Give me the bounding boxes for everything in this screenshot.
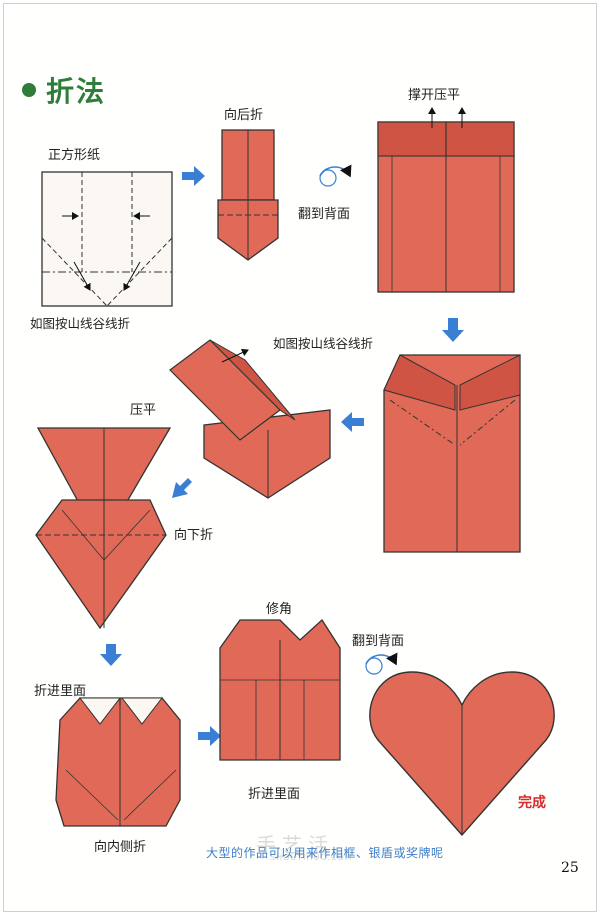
step-7-fold-inside bbox=[55, 697, 181, 827]
label-trim-corners: 修角 bbox=[266, 602, 293, 617]
step-arrow-4 bbox=[172, 478, 192, 498]
step-arrow-6 bbox=[198, 726, 221, 746]
step-6-press-fold-down bbox=[35, 427, 172, 630]
label-turn-over-2: 翻到背面 bbox=[352, 634, 405, 649]
step-arrow-5 bbox=[100, 644, 122, 666]
label-press-flat: 压平 bbox=[130, 403, 157, 418]
label-done: 完成 bbox=[518, 795, 546, 811]
label-fold-inner-side: 向内侧折 bbox=[94, 840, 147, 855]
label-fold-back: 向后折 bbox=[224, 108, 264, 123]
turn-over-circle-icon bbox=[319, 169, 337, 187]
step-8-trim-corners bbox=[219, 619, 341, 761]
caption: 大型的作品可以用来作相框、银盾或奖牌呢 bbox=[206, 846, 444, 860]
label-fold-down: 向下折 bbox=[174, 528, 214, 543]
step-1-square-paper bbox=[41, 171, 173, 307]
label-mountain-valley-2: 如图按山线谷线折 bbox=[273, 336, 374, 351]
step-arrow-3 bbox=[341, 412, 364, 432]
label-open-flatten: 撑开压平 bbox=[408, 88, 461, 103]
label-square-paper: 正方形纸 bbox=[48, 148, 101, 163]
label-fold-inside-1: 折进里面 bbox=[34, 684, 87, 699]
step-arrow-2 bbox=[442, 318, 464, 342]
watermark-text: 手艺活 bbox=[256, 833, 334, 857]
step-5-shaping bbox=[169, 339, 331, 499]
step-2-fold-back bbox=[217, 129, 279, 261]
page-title: 折法 bbox=[46, 75, 107, 108]
turn-over-circle-icon-2 bbox=[365, 657, 383, 675]
step-arrow-1 bbox=[182, 166, 205, 186]
label-turn-over-1: 翻到背面 bbox=[298, 207, 351, 222]
label-mountain-valley-1: 如图按山线谷线折 bbox=[30, 316, 131, 331]
step-3-open-flatten bbox=[377, 107, 515, 293]
section-header: 折法 bbox=[22, 70, 106, 110]
label-fold-inside-2: 折进里面 bbox=[248, 787, 301, 802]
bullet-icon bbox=[22, 83, 36, 97]
watermark-subtext: SHOUYIHUO.COM bbox=[270, 853, 353, 862]
step-4-mountain-valley bbox=[383, 354, 521, 553]
step-9-finished-heart bbox=[369, 671, 555, 837]
page-number: 25 bbox=[561, 860, 579, 876]
